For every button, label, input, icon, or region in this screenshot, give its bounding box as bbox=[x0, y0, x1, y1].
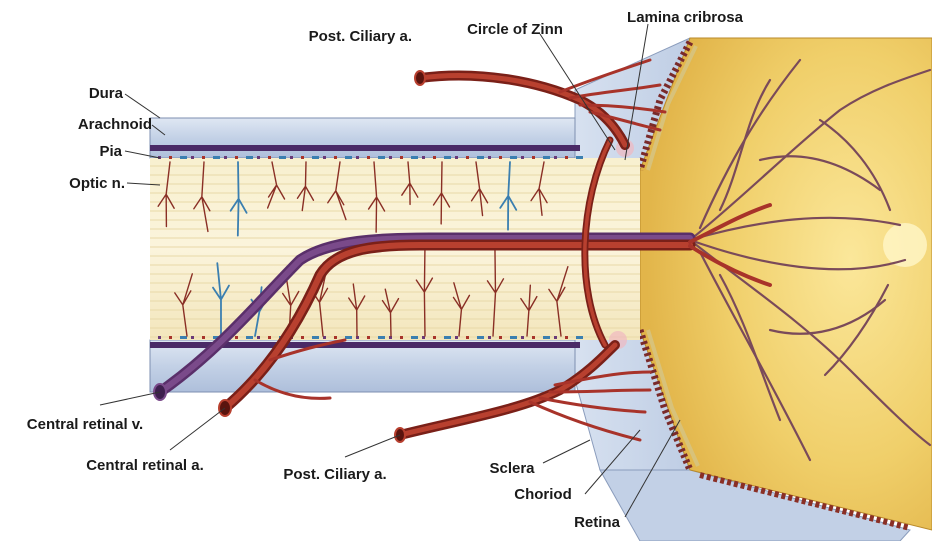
pia-vessel-dot bbox=[477, 336, 484, 339]
pia-vessel-dot bbox=[488, 156, 491, 159]
pia-vessel-dot bbox=[510, 336, 517, 339]
pia-vessel-dot bbox=[334, 156, 337, 159]
pia-vessel-dot bbox=[455, 156, 458, 159]
pia-vessel-dot bbox=[213, 156, 220, 159]
pia-vessel-dot bbox=[367, 156, 370, 159]
pia-vessel-dot bbox=[268, 156, 271, 159]
pia-vessel-dot bbox=[411, 156, 418, 159]
pia-vessel-dot bbox=[543, 156, 550, 159]
pia-vessel-dot bbox=[576, 156, 583, 159]
pia-vessel-dot bbox=[477, 156, 484, 159]
pia-vessel-dot bbox=[389, 156, 392, 159]
pia-vessel-dot bbox=[510, 156, 517, 159]
pia-vessel-dot bbox=[301, 336, 304, 339]
pia-vessel-dot bbox=[433, 156, 436, 159]
pia-vessel-dot bbox=[246, 336, 253, 339]
pia-vessel-dot bbox=[444, 156, 451, 159]
pia-vessel-dot bbox=[565, 336, 568, 339]
pia-vessel-dot bbox=[345, 336, 352, 339]
pia-vessel-dot bbox=[312, 336, 319, 339]
label-sclera: Sclera bbox=[489, 460, 535, 477]
label-pia: Pia bbox=[99, 143, 122, 160]
pia-vessel-dot bbox=[422, 156, 425, 159]
label-dura: Dura bbox=[89, 85, 124, 102]
pia-vessel-dot bbox=[312, 156, 319, 159]
pia-vessel-dot bbox=[323, 156, 326, 159]
pia-vessel-dot bbox=[257, 336, 260, 339]
pia-vessel-dot bbox=[235, 156, 238, 159]
pia-vessel-dot bbox=[378, 156, 385, 159]
pia-vessel-dot bbox=[334, 336, 337, 339]
label-retina: Retina bbox=[574, 514, 621, 531]
pia-vessel-dot bbox=[202, 336, 205, 339]
label-post-ciliary-bottom: Post. Ciliary a. bbox=[283, 466, 386, 483]
pia-vessel-dot bbox=[411, 336, 418, 339]
pia-vessel-dot bbox=[180, 156, 187, 159]
pia-vessel-dot bbox=[268, 336, 271, 339]
pia-vessel-dot bbox=[466, 336, 469, 339]
pia-vessel-dot bbox=[345, 156, 352, 159]
pia-vessel-dot bbox=[235, 336, 238, 339]
pia-vessel-dot bbox=[257, 156, 260, 159]
label-arachnoid: Arachnoid bbox=[78, 116, 152, 133]
label-optic-nerve: Optic n. bbox=[69, 175, 125, 192]
pia-vessel-dot bbox=[158, 336, 161, 339]
pia-vessel-dot bbox=[576, 336, 583, 339]
pia-vessel-dot bbox=[400, 156, 403, 159]
label-central-retinal-artery: Central retinal a. bbox=[86, 457, 204, 474]
pia-vessel-dot bbox=[554, 156, 557, 159]
pia-vessel-dot bbox=[246, 156, 253, 159]
pia-vessel-dot bbox=[191, 336, 194, 339]
pia-vessel-dot bbox=[532, 156, 535, 159]
pia-vessel-dot bbox=[532, 336, 535, 339]
pia-vessel-dot bbox=[565, 156, 568, 159]
pia-vessel-dot bbox=[356, 156, 359, 159]
pia-vessel-dot bbox=[378, 336, 385, 339]
pia-vessel-dot bbox=[400, 336, 403, 339]
pia-vessel-dot bbox=[554, 336, 557, 339]
pia-vessel-dot bbox=[499, 336, 502, 339]
pia-vessel-dot bbox=[169, 156, 172, 159]
pia-vessel-dot bbox=[202, 156, 205, 159]
pia-vessel-dot bbox=[367, 336, 370, 339]
label-post-ciliary-top: Post. Ciliary a. bbox=[309, 28, 412, 45]
pia-vessel-dot bbox=[521, 156, 524, 159]
pia-vessel-dot bbox=[466, 156, 469, 159]
pia-vessel-dot bbox=[290, 156, 293, 159]
pia-vessel-dot bbox=[224, 156, 227, 159]
label-lamina-cribrosa: Lamina cribrosa bbox=[627, 9, 744, 26]
pia-vessel-dot bbox=[433, 336, 436, 339]
pia-vessel-dot bbox=[169, 336, 172, 339]
pia-vessel-dot bbox=[455, 336, 458, 339]
pia-vessel-dot bbox=[444, 336, 451, 339]
pia-vessel-dot bbox=[191, 156, 194, 159]
pia-vessel-dot bbox=[180, 336, 187, 339]
pia-vessel-dot bbox=[499, 156, 502, 159]
pia-vessel-dot bbox=[279, 156, 286, 159]
label-central-retinal-vein: Central retinal v. bbox=[27, 416, 143, 433]
pia-vessel-dot bbox=[301, 156, 304, 159]
pia-vessel-dot bbox=[543, 336, 550, 339]
label-circle-of-zinn: Circle of Zinn bbox=[467, 21, 563, 38]
pia-vessel-dot bbox=[521, 336, 524, 339]
label-choroid: Choriod bbox=[514, 486, 572, 503]
pia-vessel-dot bbox=[488, 336, 491, 339]
